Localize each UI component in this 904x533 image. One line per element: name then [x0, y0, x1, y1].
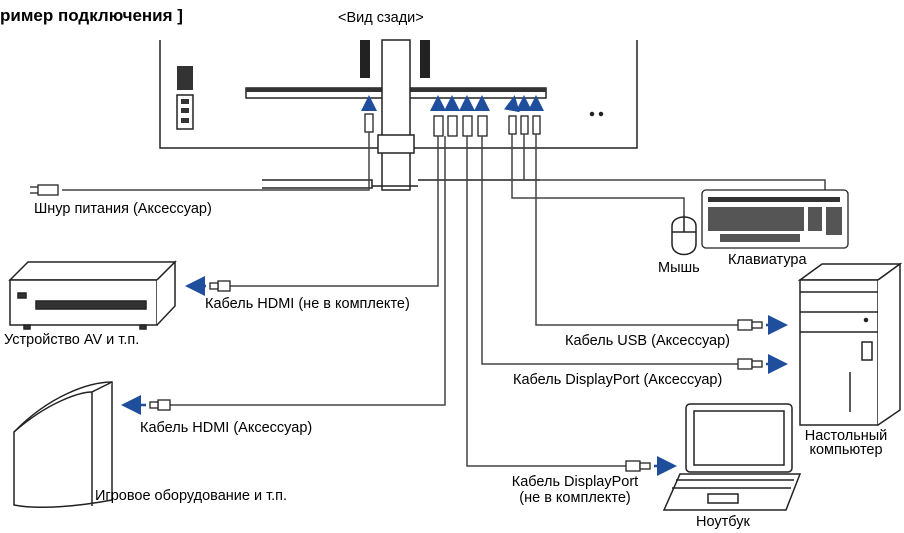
av-device-icon	[8, 260, 177, 330]
game-console-icon	[13, 381, 113, 509]
power-plug-icon	[30, 184, 59, 196]
laptop-label: Ноутбук	[696, 514, 750, 530]
laptop-icon	[662, 403, 802, 511]
hdmi-not-included-label: Кабель HDMI (не в комплекте)	[205, 296, 410, 312]
keyboard-icon	[701, 189, 849, 249]
desktop-pc-icon	[797, 262, 903, 426]
mouse-icon	[671, 215, 697, 256]
view-label: <Вид сзади>	[338, 10, 424, 26]
cables	[62, 132, 826, 467]
dp-not-included-label-line1: Кабель DisplayPort	[511, 474, 639, 490]
cable-ends	[121, 276, 788, 476]
usb-cable-label: Кабель USB (Аксессуар)	[565, 333, 730, 349]
hdmi-accessory-label: Кабель HDMI (Аксессуар)	[140, 420, 313, 436]
dp-accessory-label: Кабель DisplayPort (Аксессуар)	[513, 372, 723, 388]
dp-not-included-label-line2: (не в комплекте)	[519, 490, 631, 506]
desktop-label-line1: Настольный	[804, 428, 888, 444]
port-arrows	[361, 95, 544, 113]
keyboard-label: Клавиатура	[728, 252, 807, 268]
game-equipment-label: Игровое оборудование и т.п.	[95, 488, 288, 504]
mouse-label: Мышь	[658, 260, 700, 276]
av-device-label: Устройство AV и т.п.	[4, 332, 140, 348]
power-cord-label: Шнур питания (Аксессуар)	[34, 201, 212, 217]
page-title: ример подключения ]	[0, 6, 183, 25]
desktop-label-line2: компьютер	[809, 442, 883, 458]
monitor-back-illustration	[159, 39, 638, 191]
